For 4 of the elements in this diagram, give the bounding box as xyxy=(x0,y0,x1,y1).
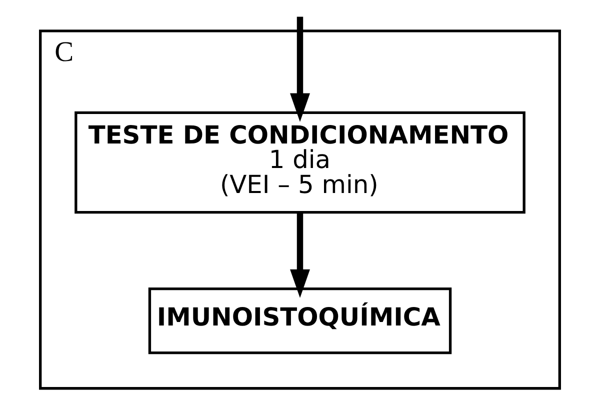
node-box: IMUNOISTOQUÍMICA xyxy=(148,287,452,354)
node-box: TESTE DE CONDICIONAMENTO 1 dia (VEI – 5 min) xyxy=(74,111,525,214)
arrow xyxy=(290,16,310,122)
arrow xyxy=(290,212,310,298)
